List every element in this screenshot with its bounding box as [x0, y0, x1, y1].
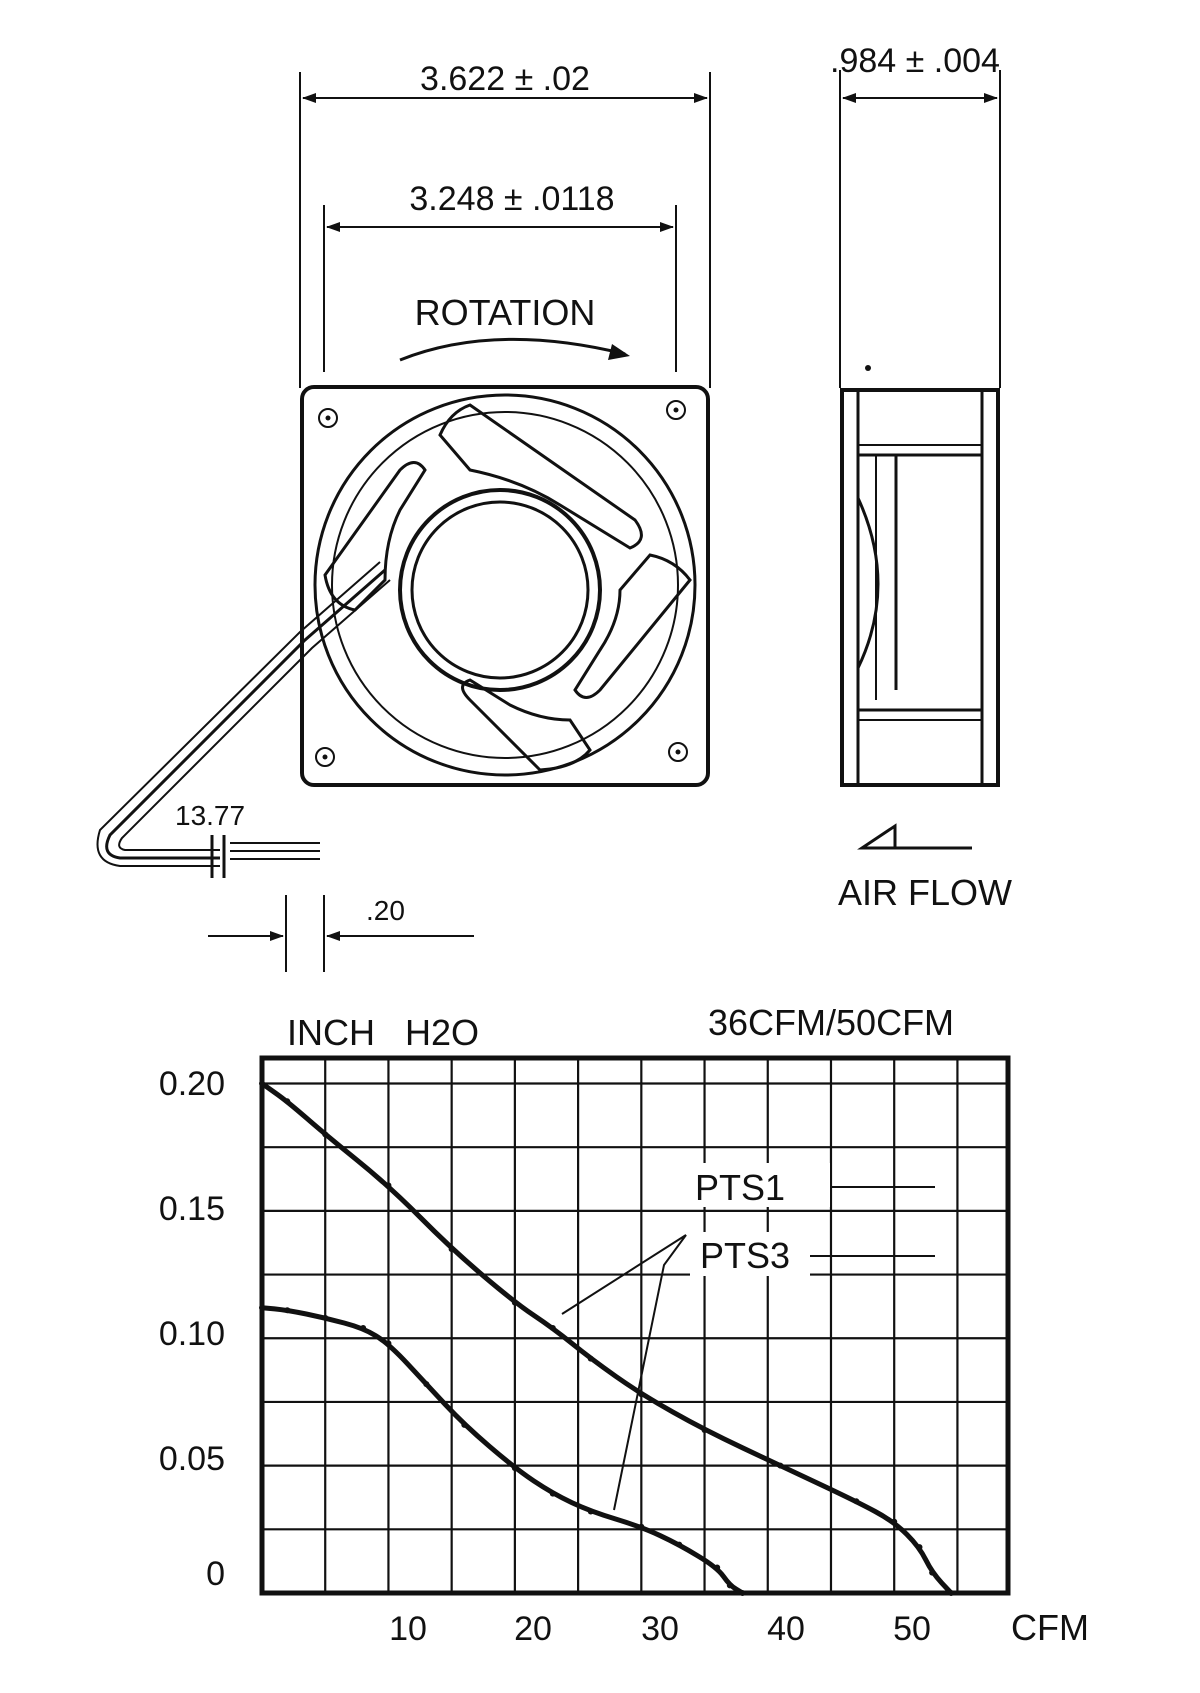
series-point-pts3 — [284, 1307, 291, 1314]
chart-grid — [262, 1058, 1008, 1593]
fan-blade — [323, 461, 427, 612]
series-point-pts3 — [423, 1381, 430, 1388]
series-point-pts1 — [638, 1391, 645, 1398]
airflow-arrowhead — [857, 823, 897, 850]
legend-leader-lines — [561, 1234, 687, 1511]
series-point-pts1 — [777, 1462, 784, 1469]
series-point-pts3 — [322, 1314, 329, 1321]
fan-hub-inner — [410, 500, 590, 680]
series-point-pts3 — [461, 1421, 468, 1428]
overall-width-label: 3.622 ± .02 — [420, 60, 590, 98]
fan-hub-outer — [398, 488, 602, 692]
chart-ylabel: INCH H2O — [287, 1012, 479, 1053]
fan-front-view: 13.77 .20 — [96, 385, 710, 972]
fan-inner-ring — [331, 411, 679, 759]
series-point-pts3 — [638, 1523, 645, 1530]
front-dimensions: 3.622 ± .02 3.248 ± .0118 ROTATION — [299, 60, 711, 388]
series-point-pts1 — [259, 1080, 265, 1087]
chart-series — [259, 1080, 955, 1596]
y-tick-label: 0.20 — [159, 1065, 225, 1103]
series-point-pts1 — [948, 1590, 955, 1596]
x-tick-label: 10 — [389, 1610, 427, 1648]
depth-label: .984 ± .004 — [830, 42, 1000, 80]
mounting-hole — [315, 747, 335, 767]
lead-wire — [96, 561, 391, 878]
rotation-arrowhead — [608, 344, 630, 360]
series-point-pts3 — [676, 1541, 683, 1548]
fan-blades — [323, 403, 692, 772]
series-point-pts3 — [587, 1508, 594, 1515]
series-point-pts1 — [853, 1498, 860, 1505]
chart-xlabel: CFM — [1011, 1607, 1089, 1648]
series-point-pts1 — [511, 1299, 518, 1306]
x-tick-label: 20 — [514, 1610, 552, 1648]
hole-spacing-label: 3.248 ± .0118 — [409, 180, 614, 218]
series-point-pts3 — [511, 1465, 518, 1472]
performance-chart: INCH H2O 36CFM/50CFM CFM 0 0.05 0.10 0.1… — [159, 1002, 1089, 1648]
x-tick-label: 30 — [641, 1610, 679, 1648]
y-tick-label: 0.15 — [159, 1190, 225, 1228]
rotation-arrow — [399, 337, 626, 362]
y-tick-label: 0 — [206, 1555, 225, 1593]
mounting-hole — [318, 408, 338, 428]
fan-blade — [573, 553, 692, 699]
mounting-holes — [315, 400, 688, 767]
side-frame-outline — [840, 388, 1000, 787]
side-hub-profile — [856, 497, 880, 669]
series-point-pts1 — [284, 1098, 291, 1105]
series-point-pts3 — [714, 1564, 721, 1571]
fan-blade — [461, 678, 592, 772]
x-tick-label: 40 — [767, 1610, 805, 1648]
series-point-pts3 — [549, 1490, 556, 1497]
chart-title: 36CFM/50CFM — [708, 1002, 954, 1043]
rotation-label: ROTATION — [415, 292, 596, 333]
y-tick-label: 0.05 — [159, 1440, 225, 1478]
fan-venturi-ring — [313, 393, 697, 777]
legend-pts3: PTS3 — [700, 1235, 790, 1276]
mounting-hole — [666, 400, 686, 420]
series-point-pts3 — [259, 1304, 265, 1311]
series-point-pts1 — [701, 1426, 708, 1433]
series-point-pts1 — [891, 1518, 898, 1525]
y-tick-labels: 0 0.05 0.10 0.15 0.20 — [159, 1065, 225, 1593]
fan-side-view: .984 ± .004 AIR FLOW — [830, 42, 1012, 913]
series-point-pts1 — [549, 1325, 556, 1332]
series-point-pts3 — [739, 1590, 746, 1596]
fan-blade — [438, 403, 643, 550]
fan-frame-outline — [300, 385, 710, 787]
series-line-pts3 — [261, 1305, 744, 1596]
series-point-pts3 — [726, 1582, 733, 1589]
series-point-pts3 — [360, 1325, 367, 1332]
lead-gap-dimension — [208, 895, 474, 972]
lead-length-label: 13.77 — [175, 800, 245, 831]
legend-pts1: PTS1 — [695, 1167, 785, 1208]
series-point-pts3 — [385, 1340, 392, 1347]
series-point-pts1 — [929, 1569, 936, 1576]
mounting-hole — [668, 742, 688, 762]
series-point-pts1 — [587, 1355, 594, 1362]
chart-frame — [259, 1055, 1011, 1596]
series-point-pts1 — [448, 1246, 455, 1253]
series-point-pts1 — [916, 1544, 923, 1551]
x-tick-labels: 10 20 30 40 50 — [389, 1610, 931, 1648]
x-tick-label: 50 — [893, 1610, 931, 1648]
lead-gap-label: .20 — [366, 895, 405, 926]
series-point-pts1 — [385, 1182, 392, 1189]
series-point-pts1 — [322, 1131, 329, 1138]
y-tick-label: 0.10 — [159, 1315, 225, 1353]
airflow-label: AIR FLOW — [838, 872, 1012, 913]
